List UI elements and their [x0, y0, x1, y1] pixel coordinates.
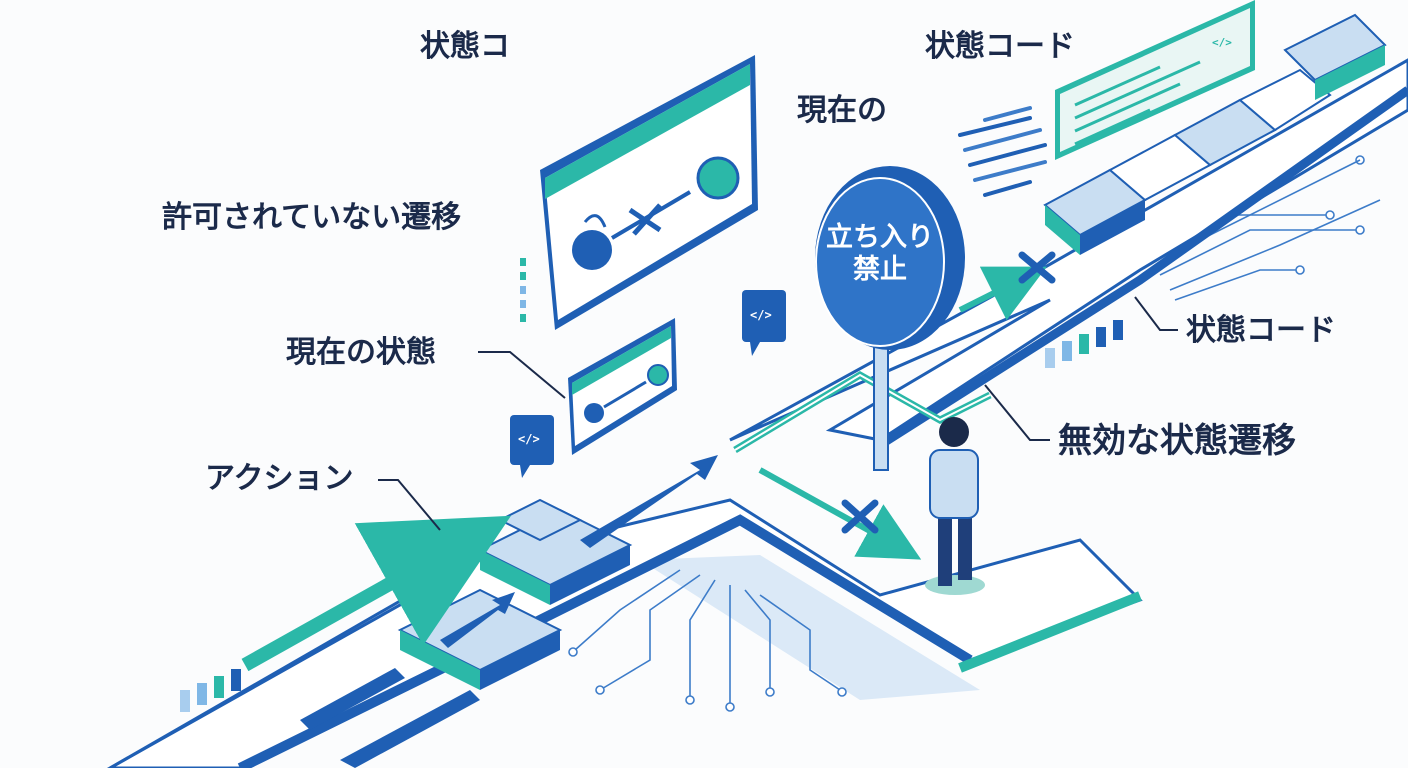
- state-diagram-window: [540, 55, 758, 330]
- label-current-short: 現在の: [797, 93, 887, 128]
- x-mark-lower: [841, 499, 879, 534]
- label-state-code-top-right: 状態コード: [925, 29, 1075, 64]
- code-bubble-glyph-2: </>: [750, 308, 772, 322]
- code-bubble-glyph-1: </>: [518, 432, 540, 446]
- teal-arrow-lower: [758, 467, 922, 560]
- code-panel-glyph: </>: [1212, 36, 1232, 49]
- label-current-state: 現在の状態: [286, 335, 436, 370]
- teal-transition-path-inner: [734, 373, 991, 451]
- code-bubble-2: [742, 290, 786, 356]
- teal-arrow-upper: [958, 266, 1047, 321]
- main-platform: [106, 498, 1143, 768]
- circuit-traces-right: [1149, 155, 1381, 301]
- decor-bars-vertical: [520, 258, 526, 322]
- sign-text-line1: 立ち入り: [826, 222, 934, 253]
- label-state-code-right: 状態コード: [1186, 313, 1336, 348]
- upper-road-blocks: [1043, 13, 1387, 255]
- label-state-code-top-left: 状態コ: [420, 29, 510, 64]
- circuit-traces-bottom: [568, 569, 847, 712]
- floating-code-lines: [958, 106, 1047, 197]
- road-stripe-dark: [300, 668, 405, 730]
- state-diagram-window-small: [568, 318, 677, 455]
- label-disallowed-transition: 許可されていない遷移: [162, 200, 462, 235]
- platform-edge-dark: [237, 514, 973, 768]
- person-figure: [925, 417, 985, 595]
- upper-road-edge: [877, 86, 1408, 449]
- label-action: アクション: [205, 461, 354, 496]
- no-entry-sign: [815, 166, 965, 471]
- decor-squares-left: [180, 669, 241, 712]
- label-invalid-transition: 無効な状態遷移: [1058, 421, 1296, 461]
- road-stripe-dark-2: [340, 690, 480, 768]
- action-arrow-teal: [241, 515, 512, 672]
- blue-arrows: [440, 455, 718, 648]
- x-mark-upper: [1018, 251, 1056, 284]
- floor-underlay: [640, 555, 980, 700]
- leader-lines: [378, 296, 1178, 531]
- platform-edge-teal: [958, 591, 1142, 673]
- code-panel: [1055, 0, 1255, 160]
- decor-squares-mid: [1045, 320, 1123, 368]
- sign-text-line2: 禁止: [853, 253, 907, 285]
- code-bubble-1: [510, 415, 554, 478]
- upper-road: [729, 58, 1408, 442]
- sign-text: 立ち入り 禁止: [810, 222, 950, 286]
